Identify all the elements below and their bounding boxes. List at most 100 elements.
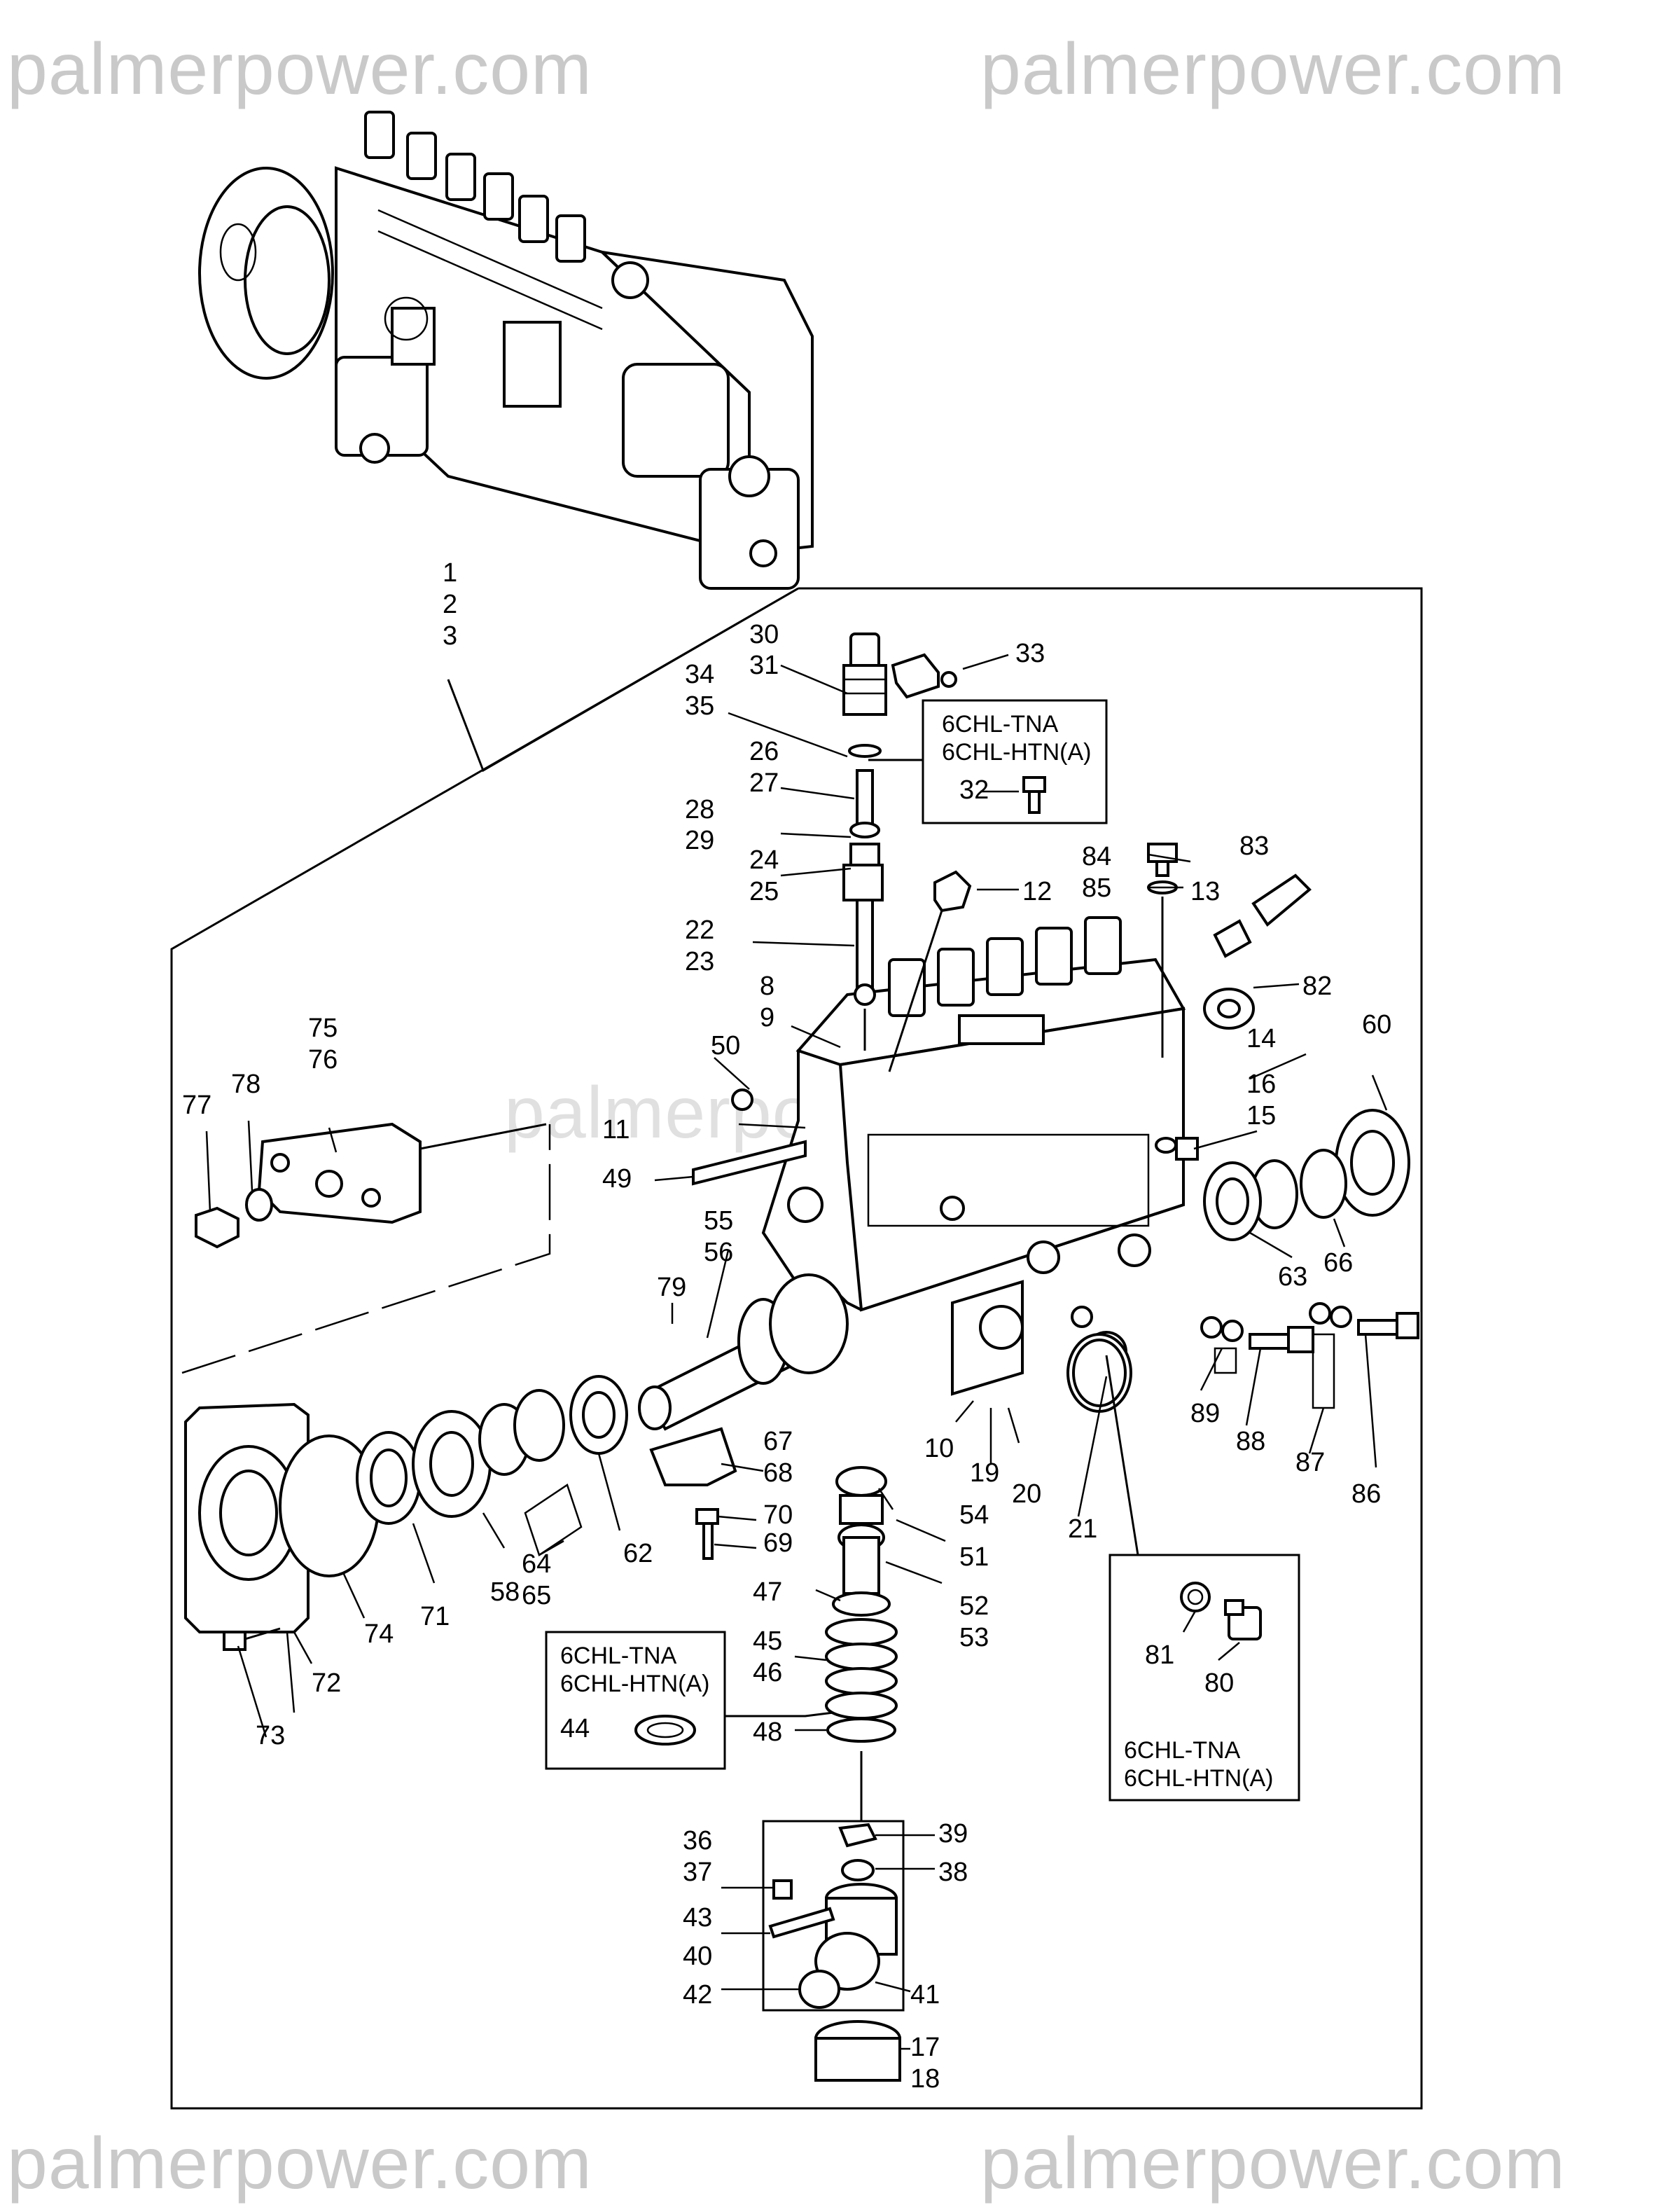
cover-75-76 bbox=[195, 1122, 547, 1249]
callout-15: 15 bbox=[1246, 1101, 1276, 1131]
callout-71: 71 bbox=[420, 1602, 450, 1631]
callout-9: 9 bbox=[760, 1003, 774, 1032]
callout-86: 86 bbox=[1351, 1479, 1381, 1509]
callout-60: 60 bbox=[1362, 1010, 1391, 1039]
callout-27: 27 bbox=[749, 768, 779, 798]
callout-26: 26 bbox=[749, 737, 779, 766]
model-box-right bbox=[1108, 1554, 1300, 1802]
right-bearing-group bbox=[1147, 843, 1410, 1241]
callout-62: 62 bbox=[623, 1539, 653, 1568]
callout-25: 25 bbox=[749, 877, 779, 906]
model-box-mid-line2: 6CHL-HTN(A) bbox=[560, 1671, 709, 1697]
callout-47: 47 bbox=[753, 1577, 782, 1607]
callout-50: 50 bbox=[711, 1031, 740, 1060]
detail-frame bbox=[170, 587, 1423, 2110]
fastener-group-86-89 bbox=[1066, 1302, 1419, 1413]
control-rack bbox=[692, 1088, 807, 1186]
callout-88: 88 bbox=[1236, 1427, 1265, 1456]
callout-39: 39 bbox=[938, 1819, 968, 1848]
callout-51: 51 bbox=[959, 1542, 989, 1572]
callout-89: 89 bbox=[1190, 1399, 1220, 1428]
callout-20: 20 bbox=[1012, 1479, 1041, 1509]
callout-64: 64 bbox=[522, 1549, 551, 1579]
callout-38: 38 bbox=[938, 1858, 968, 1887]
callout-37: 37 bbox=[683, 1858, 712, 1887]
callout-23: 23 bbox=[685, 947, 714, 976]
callout-11: 11 bbox=[602, 1115, 630, 1145]
tappet-bracket bbox=[762, 1820, 905, 2012]
callout-73: 73 bbox=[256, 1721, 285, 1750]
model-box-mid-line1: 6CHL-TNA bbox=[560, 1643, 677, 1669]
callout-78: 78 bbox=[231, 1070, 260, 1099]
callout-69: 69 bbox=[763, 1528, 793, 1558]
callout-48: 48 bbox=[753, 1717, 782, 1747]
model-box-top-line1: 6CHL-TNA bbox=[942, 711, 1059, 738]
callout-8: 8 bbox=[760, 972, 774, 1001]
callout-53: 53 bbox=[959, 1623, 989, 1652]
callout-43: 43 bbox=[683, 1903, 712, 1933]
callout-35: 35 bbox=[685, 691, 714, 721]
callout-34: 34 bbox=[685, 660, 714, 689]
callout-31: 31 bbox=[749, 651, 779, 680]
callout-19: 19 bbox=[970, 1458, 999, 1488]
callout-49: 49 bbox=[602, 1164, 632, 1194]
watermark-top-left: palmerpower.com bbox=[7, 29, 592, 110]
callout-67: 67 bbox=[763, 1427, 793, 1456]
callout-45: 45 bbox=[753, 1626, 782, 1656]
washer-81-icon bbox=[1180, 1582, 1211, 1612]
callout-30: 30 bbox=[749, 620, 779, 649]
watermark-bottom-left: palmerpower.com bbox=[7, 2123, 592, 2204]
leader-lines bbox=[205, 654, 1388, 2050]
callout-56: 56 bbox=[704, 1238, 733, 1267]
callout-labels: 1 2 3 30 31 33 34 35 32 26 27 28 29 24 2… bbox=[182, 558, 1391, 2094]
callout-29: 29 bbox=[685, 826, 714, 855]
callout-13: 13 bbox=[1190, 877, 1220, 906]
callout-82: 82 bbox=[1302, 972, 1332, 1001]
callout-22: 22 bbox=[685, 915, 714, 945]
roller-tappet-assembly bbox=[768, 1823, 901, 2082]
callout-63: 63 bbox=[1278, 1262, 1307, 1292]
callout-68: 68 bbox=[763, 1458, 793, 1488]
callout-40: 40 bbox=[683, 1942, 712, 1971]
model-box-top-line2: 6CHL-HTN(A) bbox=[942, 739, 1091, 766]
delivery-valve-stack bbox=[842, 633, 972, 1072]
callout-83: 83 bbox=[1239, 831, 1269, 861]
watermark-top-right: palmerpower.com bbox=[980, 29, 1566, 110]
callout-36: 36 bbox=[683, 1826, 712, 1855]
callout-54: 54 bbox=[959, 1500, 989, 1530]
plug-80-icon bbox=[1224, 1599, 1262, 1640]
callout-46: 46 bbox=[753, 1658, 782, 1687]
callout-87: 87 bbox=[1295, 1448, 1325, 1477]
callout-42: 42 bbox=[683, 1980, 712, 2010]
callout-24: 24 bbox=[749, 845, 779, 875]
model-box-mid bbox=[545, 1631, 726, 1770]
callout-66: 66 bbox=[1323, 1248, 1353, 1278]
callout-70: 70 bbox=[763, 1500, 793, 1530]
governor-divider bbox=[181, 1124, 551, 1374]
washer-44-icon bbox=[634, 1715, 696, 1746]
callout-74: 74 bbox=[364, 1619, 394, 1649]
left-bearing-group bbox=[184, 1375, 628, 1651]
callout-84: 84 bbox=[1082, 842, 1111, 871]
callout-3: 3 bbox=[443, 621, 457, 651]
callout-33: 33 bbox=[1015, 639, 1045, 668]
callout-55: 55 bbox=[704, 1206, 733, 1236]
model-box-right-line2: 6CHL-HTN(A) bbox=[1124, 1765, 1273, 1792]
complete-pump-assembly bbox=[198, 111, 814, 590]
model-box-right-line1: 6CHL-TNA bbox=[1124, 1737, 1241, 1764]
callout-44: 44 bbox=[560, 1714, 590, 1743]
callout-21: 21 bbox=[1068, 1514, 1097, 1544]
callout-76: 76 bbox=[308, 1045, 338, 1074]
callout-80: 80 bbox=[1204, 1668, 1234, 1698]
callout-65: 65 bbox=[522, 1581, 551, 1610]
callout-28: 28 bbox=[685, 795, 714, 824]
tappet-spring-stack bbox=[649, 1427, 898, 1821]
callout-72: 72 bbox=[312, 1668, 341, 1698]
callout-2: 2 bbox=[443, 590, 457, 619]
callout-32: 32 bbox=[959, 775, 989, 805]
pump-housing bbox=[638, 916, 1186, 1431]
callout-81: 81 bbox=[1145, 1640, 1174, 1670]
callout-85: 85 bbox=[1082, 873, 1111, 903]
callout-77: 77 bbox=[182, 1091, 211, 1120]
